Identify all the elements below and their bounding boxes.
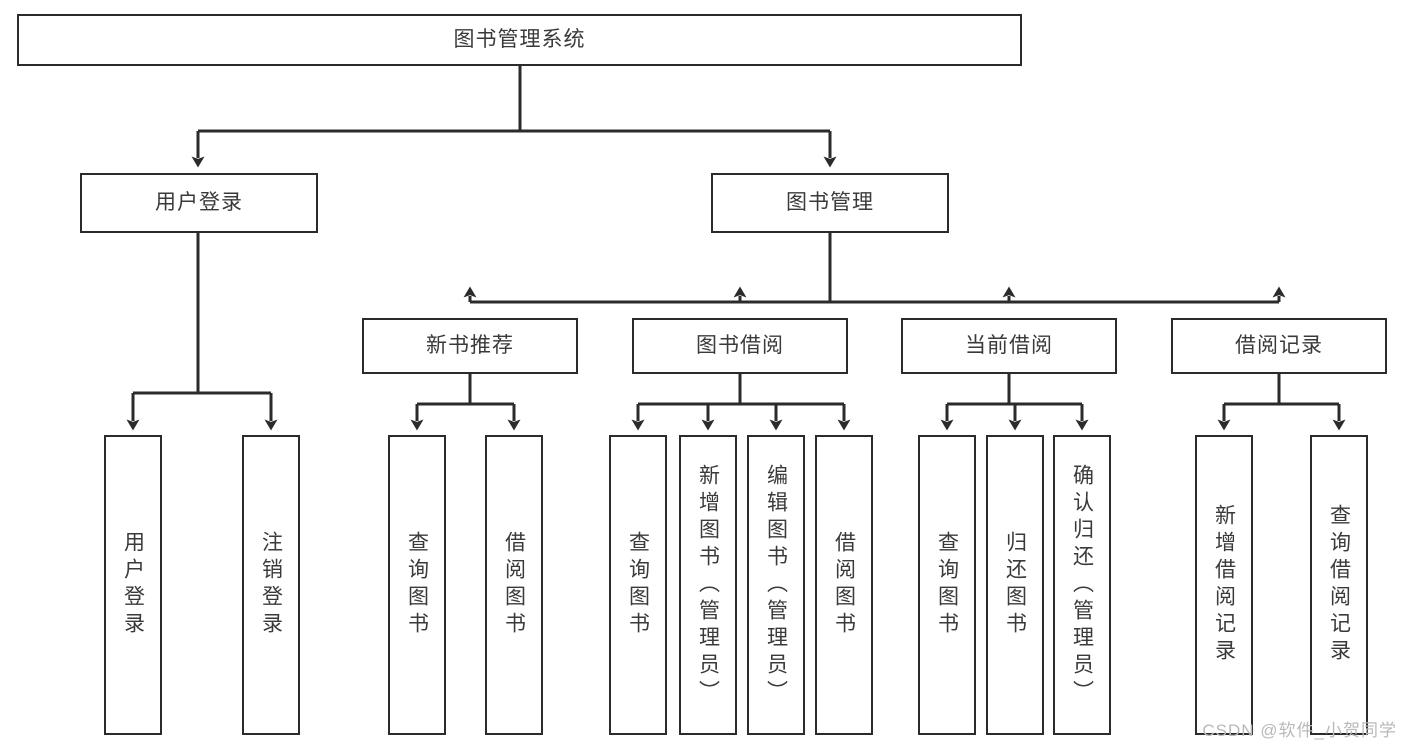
- leaf-user-login-label: 用户登录: [121, 531, 145, 639]
- leaf-borrow-book-1[interactable]: 借阅图书: [485, 435, 543, 735]
- node-borrow-record[interactable]: 借阅记录: [1171, 318, 1387, 374]
- leaf-add-borrow-record-label: 新增借阅记录: [1212, 504, 1236, 666]
- leaf-query-book-1[interactable]: 查询图书: [388, 435, 446, 735]
- node-user-login-label: 用户登录: [155, 190, 243, 214]
- leaf-add-book-admin[interactable]: 新增图书（管理员）: [679, 435, 737, 735]
- node-book-borrow-label: 图书借阅: [696, 333, 784, 357]
- leaf-query-book-1-label: 查询图书: [405, 531, 429, 639]
- leaf-borrow-book-2[interactable]: 借阅图书: [815, 435, 873, 735]
- node-book-management-label: 图书管理: [786, 190, 874, 214]
- node-borrow-record-label: 借阅记录: [1235, 333, 1323, 357]
- node-user-login[interactable]: 用户登录: [80, 173, 318, 233]
- leaf-query-book-2-label: 查询图书: [626, 531, 650, 639]
- node-root[interactable]: 图书管理系统: [17, 14, 1022, 66]
- leaf-confirm-return-admin[interactable]: 确认归还（管理员）: [1053, 435, 1111, 735]
- leaf-borrow-book-1-label: 借阅图书: [502, 531, 526, 639]
- leaf-query-book-3-label: 查询图书: [935, 531, 959, 639]
- leaf-logout[interactable]: 注销登录: [242, 435, 300, 735]
- leaf-add-book-admin-label: 新增图书（管理员）: [696, 463, 720, 707]
- leaf-return-book-label: 归还图书: [1003, 531, 1027, 639]
- leaf-edit-book-admin[interactable]: 编辑图书（管理员）: [747, 435, 805, 735]
- leaf-query-book-2[interactable]: 查询图书: [609, 435, 667, 735]
- leaf-user-login[interactable]: 用户登录: [104, 435, 162, 735]
- leaf-borrow-book-2-label: 借阅图书: [832, 531, 856, 639]
- leaf-logout-label: 注销登录: [259, 531, 283, 639]
- leaf-confirm-return-admin-label: 确认归还（管理员）: [1070, 463, 1094, 707]
- node-current-borrow-label: 当前借阅: [965, 333, 1053, 357]
- node-book-borrow[interactable]: 图书借阅: [632, 318, 848, 374]
- leaf-query-borrow-record[interactable]: 查询借阅记录: [1310, 435, 1368, 735]
- node-root-label: 图书管理系统: [453, 27, 586, 51]
- leaf-return-book[interactable]: 归还图书: [986, 435, 1044, 735]
- leaf-add-borrow-record[interactable]: 新增借阅记录: [1195, 435, 1253, 735]
- node-book-management[interactable]: 图书管理: [711, 173, 949, 233]
- node-new-book-recommend-label: 新书推荐: [426, 333, 514, 357]
- node-current-borrow[interactable]: 当前借阅: [901, 318, 1117, 374]
- leaf-edit-book-admin-label: 编辑图书（管理员）: [764, 463, 788, 707]
- leaf-query-borrow-record-label: 查询借阅记录: [1327, 504, 1351, 666]
- leaf-query-book-3[interactable]: 查询图书: [918, 435, 976, 735]
- node-new-book-recommend[interactable]: 新书推荐: [362, 318, 578, 374]
- watermark: CSDN @软件_小贺同学: [1202, 721, 1397, 740]
